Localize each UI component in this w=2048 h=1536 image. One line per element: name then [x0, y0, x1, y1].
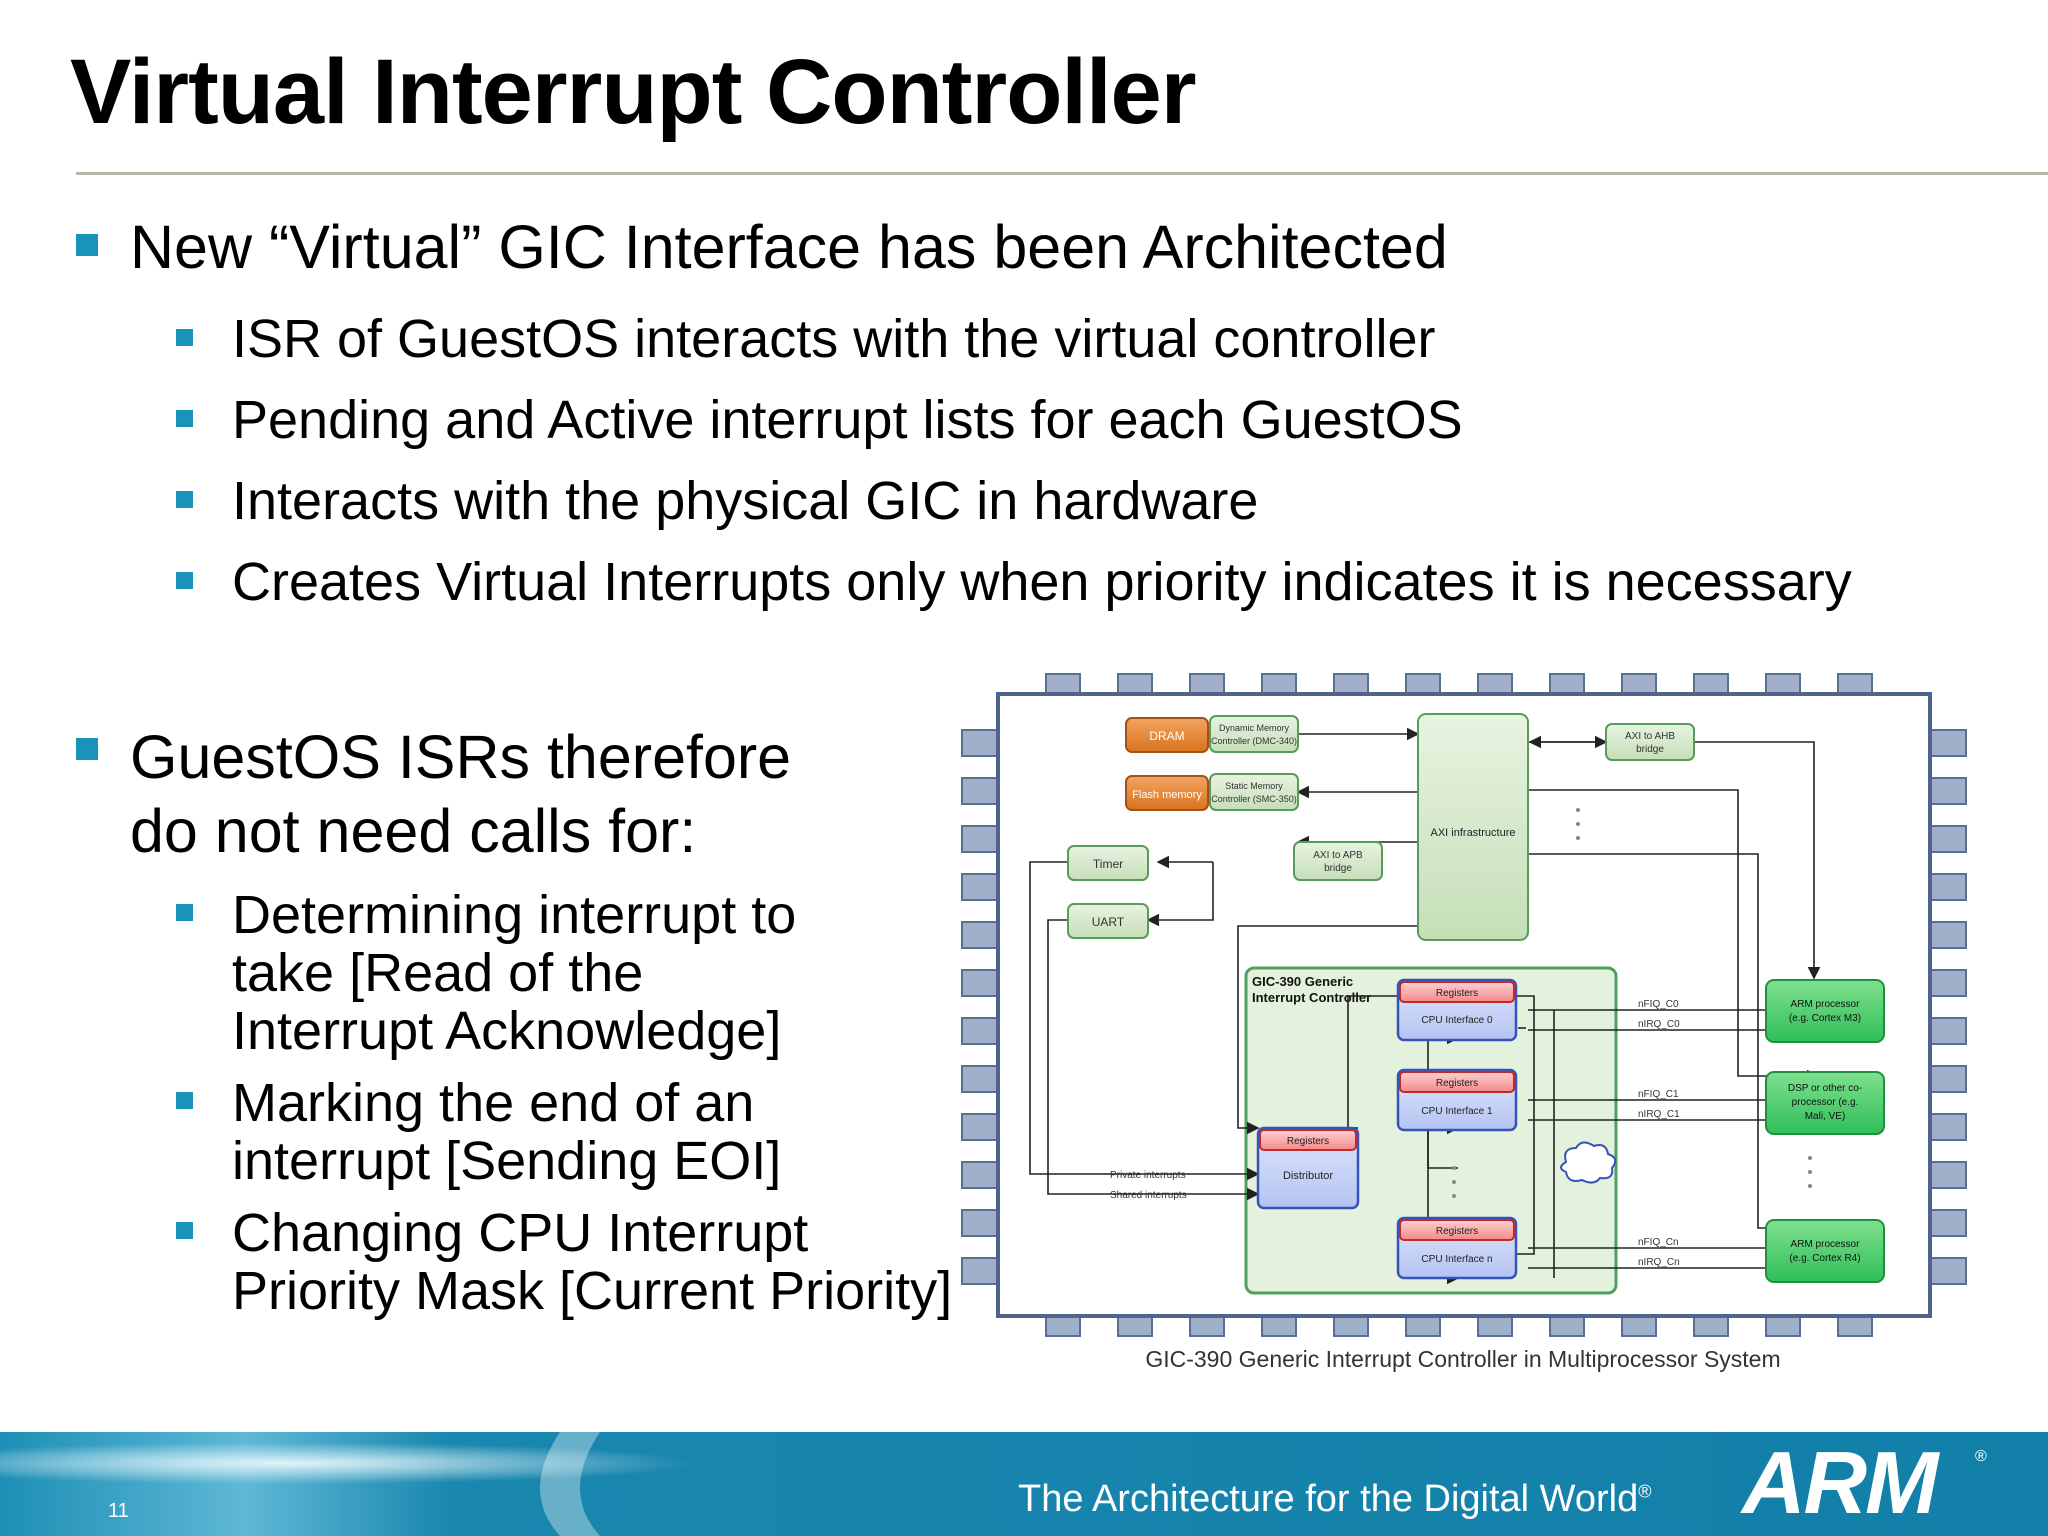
- gic-title: Interrupt Controller: [1252, 990, 1371, 1005]
- footer-tagline: The Architecture for the Digital World®: [1018, 1478, 1652, 1521]
- processor-label: DSP or other co-: [1788, 1083, 1862, 1094]
- processor-label: (e.g. Cortex R4): [1789, 1253, 1860, 1264]
- smc-block: [1209, 773, 1299, 811]
- flash-label: Flash memory: [1132, 789, 1202, 801]
- cpu-interface-label: CPU Interface 0: [1421, 1015, 1493, 1026]
- bullet-marker: [176, 329, 193, 346]
- registers-label: Registers: [1436, 1078, 1478, 1089]
- nfiq-c0-label: nFIQ_C0: [1638, 999, 1679, 1010]
- sub-bullet: Pending and Active interrupt lists for e…: [176, 389, 1463, 451]
- processor-label: ARM processor: [1791, 999, 1861, 1010]
- processor-label: (e.g. Cortex M3): [1789, 1013, 1861, 1024]
- dmc-label: Controller (DMC-340): [1211, 736, 1297, 746]
- processor-label: ARM processor: [1791, 1239, 1861, 1250]
- private-interrupts-label: Private interrupts: [1110, 1170, 1186, 1181]
- smc-label: Static Memory: [1225, 781, 1283, 791]
- axi-apb-label: bridge: [1324, 863, 1352, 874]
- gic-390-diagram: GIC-390 Generic Interrupt Controller: [961, 673, 1967, 1337]
- nirq-cn-label: nIRQ_Cn: [1638, 1257, 1680, 1268]
- cpu-interface-label: CPU Interface 1: [1421, 1106, 1493, 1117]
- uart-label: UART: [1092, 915, 1125, 929]
- nirq-c0-label: nIRQ_C0: [1638, 1019, 1680, 1030]
- axi-ahb-label: bridge: [1636, 744, 1664, 755]
- sub-bullet-text: Interacts with the physical GIC in hardw…: [232, 471, 1259, 531]
- bullet-guestos-isrs: GuestOS ISRs therefore do not need calls…: [76, 720, 792, 868]
- bullet-text: New “Virtual” GIC Interface has been Arc…: [130, 213, 1448, 281]
- sub-bullet: Changing CPU Interrupt Priority Mask [Cu…: [176, 1203, 953, 1321]
- registers-block: [1399, 981, 1515, 1003]
- nirq-c1-label: nIRQ_C1: [1638, 1109, 1680, 1120]
- continuation-dots: [1452, 808, 1812, 1198]
- dmc-label: Dynamic Memory: [1219, 723, 1290, 733]
- gic-title: GIC-390 Generic: [1252, 974, 1353, 989]
- processor-label: Mali, VE): [1805, 1111, 1846, 1122]
- diagram-caption: GIC-390 Generic Interrupt Controller in …: [1145, 1346, 1781, 1372]
- sub-bullet: ISR of GuestOS interacts with the virtua…: [176, 308, 1436, 370]
- title-divider: [76, 172, 2048, 175]
- tagline-text: The Architecture for the Digital World: [1018, 1478, 1639, 1520]
- bullet-text: do not need calls for:: [130, 797, 697, 865]
- sub-bullet-text: take [Read of the: [232, 943, 644, 1003]
- arm-logo: ARM: [1742, 1433, 1938, 1532]
- sub-bullet-text: Creates Virtual Interrupts only when pri…: [232, 552, 1852, 612]
- registers-label: Registers: [1287, 1136, 1329, 1147]
- dram-label: DRAM: [1149, 729, 1184, 743]
- nfiq-cn-label: nFIQ_Cn: [1638, 1237, 1679, 1248]
- sub-bullet-text: Pending and Active interrupt lists for e…: [232, 390, 1463, 450]
- uart-block: [1067, 903, 1149, 939]
- sub-bullet-text: Marking the end of an: [232, 1073, 755, 1133]
- axi-apb-block: [1293, 841, 1383, 881]
- axi-infrastructure-block: [1417, 713, 1529, 941]
- sub-bullet-text: Priority Mask [Current Priority]: [232, 1261, 953, 1321]
- interconnect-cloud-icon: [1560, 1141, 1617, 1184]
- nfiq-c1-label: nFIQ_C1: [1638, 1089, 1679, 1100]
- axi-apb-label: AXI to APB: [1313, 850, 1363, 861]
- timer-label: Timer: [1093, 857, 1123, 871]
- axi-ahb-block: [1605, 723, 1695, 761]
- cpu-interface-label: CPU Interface n: [1421, 1254, 1492, 1265]
- slide-title: Virtual Interrupt Controller: [70, 41, 1197, 143]
- shared-interrupts-label: Shared interrupts: [1110, 1190, 1187, 1201]
- arm-processor-r4-block: [1765, 1219, 1885, 1283]
- bullet-marker: [176, 1092, 193, 1109]
- dsp-coprocessor-block: [1765, 1071, 1885, 1135]
- bullet-text: GuestOS ISRs therefore: [130, 723, 792, 791]
- sub-bullet-text: Interrupt Acknowledge]: [232, 1001, 782, 1061]
- bullet-marker: [176, 904, 193, 921]
- flash-block: [1125, 775, 1209, 811]
- distributor-label: Distributor: [1283, 1170, 1333, 1182]
- sub-bullet: Marking the end of an interrupt [Sending…: [176, 1073, 782, 1191]
- registers-label: Registers: [1436, 988, 1478, 999]
- bullet-marker: [76, 234, 98, 256]
- axi-infrastructure-label: AXI infrastructure: [1431, 827, 1516, 839]
- smc-label: Controller (SMC-350): [1211, 794, 1297, 804]
- processor-label: processor (e.g.: [1792, 1097, 1859, 1108]
- tagline-trademark: ®: [1638, 1481, 1652, 1502]
- bullet-marker: [76, 738, 98, 760]
- dmc-block: [1209, 715, 1299, 753]
- sub-bullet-text: ISR of GuestOS interacts with the virtua…: [232, 309, 1436, 369]
- timer-block: [1067, 845, 1149, 881]
- registers-block: [1399, 1219, 1515, 1241]
- arm-processor-m3-block: [1765, 979, 1885, 1043]
- logo-trademark: ®: [1975, 1448, 1987, 1465]
- registers-block: [1259, 1129, 1357, 1151]
- bullet-marker: [176, 410, 193, 427]
- sub-bullet: Creates Virtual Interrupts only when pri…: [176, 551, 1852, 613]
- axi-ahb-label: AXI to AHB: [1625, 731, 1675, 742]
- bullet-marker: [176, 572, 193, 589]
- registers-block: [1399, 1071, 1515, 1093]
- sub-bullet: Interacts with the physical GIC in hardw…: [176, 470, 1259, 532]
- sub-bullet: Determining interrupt to take [Read of t…: [176, 885, 797, 1061]
- sub-bullet-text: Changing CPU Interrupt: [232, 1203, 809, 1263]
- bullet-virtual-gic: New “Virtual” GIC Interface has been Arc…: [76, 212, 1448, 282]
- registers-label: Registers: [1436, 1226, 1478, 1237]
- sub-bullet-text: Determining interrupt to: [232, 885, 797, 945]
- page-number: 11: [108, 1500, 129, 1522]
- footer-band: [0, 1432, 2048, 1536]
- dram-block: [1125, 717, 1209, 753]
- bullet-marker: [176, 491, 193, 508]
- sub-bullet-text: interrupt [Sending EOI]: [232, 1131, 782, 1191]
- bullet-marker: [176, 1222, 193, 1239]
